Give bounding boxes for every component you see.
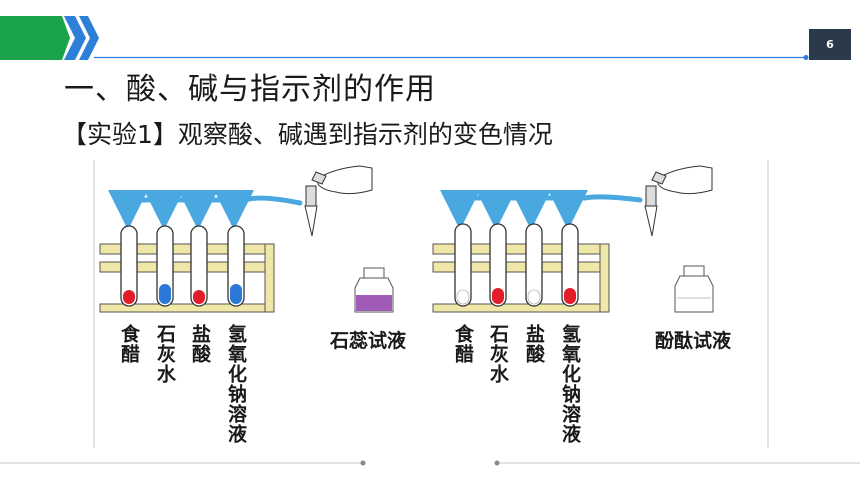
- header-green-banner: [0, 16, 70, 60]
- phenolphthalein-label: 酚酞试液: [655, 330, 732, 352]
- section-title: 一、酸、碱与指示剂的作用: [64, 72, 436, 107]
- right-label-hydrochloric-acid: 盐酸: [523, 324, 545, 364]
- left-tube-2: [156, 225, 174, 307]
- left-arrow-4: [214, 189, 255, 230]
- header-rule-dot: [803, 55, 809, 60]
- left-tube-2-liquid: [159, 284, 171, 304]
- footer-dot-left: [360, 460, 366, 466]
- header-decoration: [0, 16, 809, 60]
- litmus-bottle: [354, 267, 394, 313]
- experiment-subtitle: 【实验1】观察酸、碱遇到指示剂的变色情况: [62, 120, 553, 149]
- right-arrow-1: [440, 189, 481, 230]
- left-panel: [99, 165, 394, 313]
- right-dropper-hand: [644, 165, 713, 237]
- left-rack-post: [264, 243, 275, 313]
- right-tube-2-liquid: [492, 288, 504, 304]
- header-chevron-1: [64, 16, 86, 60]
- litmus-label: 石蕊试液: [330, 330, 407, 352]
- phenolphthalein-bottle: [674, 265, 714, 313]
- right-label-limewater: 石灰水: [487, 324, 509, 384]
- left-arrows: [108, 189, 303, 230]
- left-arrow-2: [144, 189, 185, 230]
- right-tube-1: [454, 223, 472, 307]
- left-label-sodium-hydroxide: 氢氧化钠溶液: [225, 324, 247, 444]
- litmus-liquid: [356, 295, 392, 311]
- left-arrow-1: [108, 189, 149, 230]
- left-label-vinegar: 食醋: [118, 324, 140, 364]
- right-tube-4-liquid: [564, 288, 576, 304]
- right-arrows: [440, 189, 643, 230]
- right-tube-2: [489, 223, 507, 307]
- right-tube-3: [525, 223, 543, 307]
- right-tube-3-liquid: [527, 289, 541, 305]
- left-label-hydrochloric-acid: 盐酸: [189, 324, 211, 364]
- left-tube-3: [190, 225, 208, 307]
- left-tube-1-liquid: [123, 290, 135, 304]
- left-arrow-main: [129, 195, 303, 206]
- left-tube-4-liquid: [230, 284, 242, 304]
- header-chevron-2: [79, 16, 99, 60]
- right-label-vinegar: 食醋: [452, 324, 474, 364]
- right-tube-4: [561, 223, 579, 307]
- right-rack-post: [599, 243, 610, 313]
- right-arrow-main: [459, 194, 643, 203]
- right-arrow-2: [476, 189, 517, 230]
- right-tube-1-liquid: [456, 289, 470, 305]
- left-tube-3-liquid: [193, 290, 205, 304]
- left-arrow-3: [178, 189, 219, 230]
- left-label-limewater: 石灰水: [154, 324, 176, 384]
- left-tube-1: [120, 225, 138, 307]
- left-tube-4: [227, 225, 245, 307]
- left-dropper-hand: [304, 165, 373, 237]
- right-label-sodium-hydroxide: 氢氧化钠溶液: [559, 324, 581, 444]
- right-arrow-3: [511, 189, 552, 230]
- footer-dot-right: [494, 460, 500, 466]
- right-arrow-4: [548, 189, 589, 230]
- right-panel: [432, 165, 714, 313]
- page-number: 6: [809, 29, 851, 60]
